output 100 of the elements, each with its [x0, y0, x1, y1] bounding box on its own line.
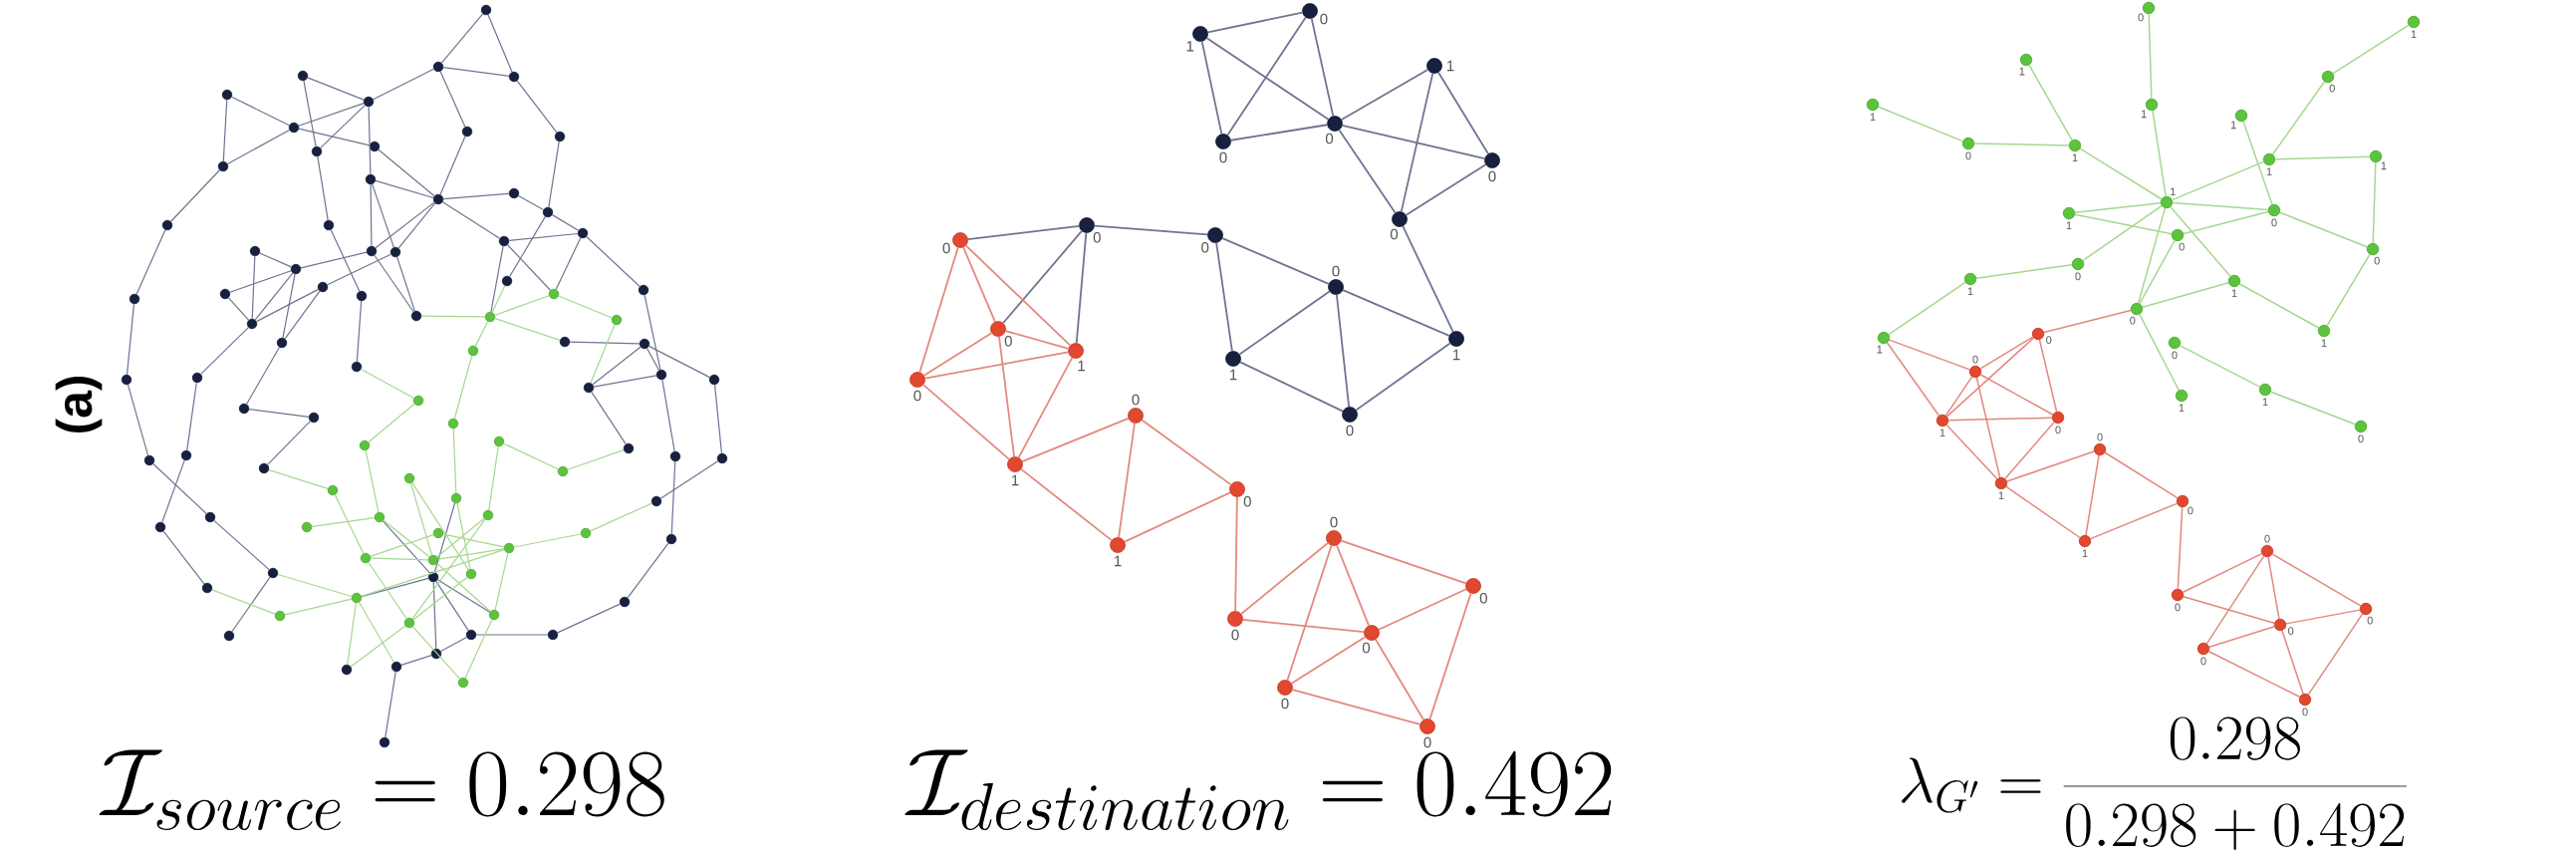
edge-line — [464, 619, 493, 679]
graph-node — [580, 527, 592, 539]
edge-line — [255, 288, 320, 323]
node-label: 0 — [2172, 351, 2178, 360]
edge-line — [2082, 204, 2163, 262]
edge-line — [491, 285, 506, 313]
graph-node — [180, 449, 192, 461]
graph-node — [427, 554, 439, 566]
node-label: 1 — [2179, 404, 2185, 413]
edge-line — [436, 562, 491, 613]
edge-line — [1229, 124, 1329, 142]
edge-line — [456, 502, 471, 570]
graph-node — [204, 511, 216, 523]
edge-line — [661, 379, 675, 452]
graph-node — [650, 495, 662, 507]
edge-line — [474, 321, 489, 347]
graph-node — [623, 442, 635, 454]
edge-line — [1238, 290, 1331, 356]
node-label: 1 — [1877, 345, 1883, 354]
edge-line — [494, 295, 550, 316]
graph-node — [554, 131, 566, 143]
edge-line — [162, 530, 205, 585]
node-label: 0 — [1390, 228, 1399, 240]
edge-line — [506, 244, 552, 291]
graph-node — [390, 661, 402, 673]
edge-line — [2139, 313, 2180, 392]
edge-line — [1378, 588, 1467, 631]
edge-line — [396, 256, 415, 312]
edge-line — [593, 375, 657, 388]
node-label: 0 — [2046, 336, 2052, 344]
graph-node — [465, 568, 477, 580]
edge-line — [211, 589, 276, 615]
edge-line — [1341, 124, 1486, 160]
edge-line — [334, 494, 365, 554]
node-label: 0 — [913, 390, 921, 402]
edge-line — [127, 384, 149, 456]
edge-line — [1405, 163, 1487, 216]
edge-line — [1141, 419, 1232, 486]
edge-line — [226, 129, 291, 165]
node-label: 1 — [1453, 349, 1460, 361]
graph-node — [638, 284, 649, 296]
edge-line — [551, 214, 580, 231]
edge-line — [1336, 544, 1370, 627]
edge-line — [1239, 361, 1344, 413]
graph-node — [639, 338, 650, 350]
edge-line — [487, 14, 513, 73]
edge-line — [590, 502, 652, 532]
edge-line — [1234, 495, 1238, 613]
graph-node — [276, 337, 288, 349]
node-label: 1 — [1186, 41, 1194, 52]
edge-line — [713, 384, 723, 454]
graph-node — [461, 126, 473, 138]
graph-node — [403, 617, 415, 629]
edge-line — [2028, 64, 2073, 142]
edge-line — [488, 445, 499, 511]
edge-line — [200, 327, 249, 375]
node-label: 1 — [1998, 491, 2004, 500]
graph-node — [221, 89, 233, 101]
edge-line — [436, 579, 491, 613]
graph-node — [665, 533, 677, 545]
edge-line — [586, 235, 641, 288]
node-label: 0 — [2200, 657, 2206, 666]
node-label: 0 — [1093, 232, 1101, 243]
graph-node — [327, 484, 339, 496]
node-label: 1 — [1939, 428, 1945, 437]
graph-node — [249, 245, 261, 257]
edge-line — [1945, 424, 1998, 480]
graph-node — [317, 281, 329, 293]
graph-node — [403, 472, 415, 484]
edge-line — [1004, 330, 1070, 350]
edge-line — [2043, 309, 2132, 334]
edge-line — [590, 324, 616, 384]
edge-line — [229, 270, 292, 293]
edge-line — [222, 99, 228, 162]
edge-line — [347, 602, 357, 666]
edge-line — [2279, 211, 2369, 248]
edge-line — [1200, 40, 1223, 136]
edge-line — [517, 194, 545, 211]
node-label: 1 — [2066, 221, 2072, 230]
edge-line — [513, 533, 582, 548]
edge-line — [126, 303, 135, 376]
edge-line — [1205, 37, 1330, 121]
node-label: 0 — [1281, 698, 1289, 710]
edge-line — [1020, 467, 1113, 542]
edge-line — [555, 237, 582, 290]
edge-line — [569, 341, 641, 345]
edge-line — [1075, 231, 1088, 345]
graph-node — [201, 582, 213, 594]
edge-line — [2142, 281, 2229, 309]
edge-line — [2271, 81, 2326, 155]
edge-line — [441, 201, 501, 239]
node-label: 1 — [1967, 287, 1973, 296]
graph-node — [430, 648, 442, 660]
graph-node — [465, 629, 477, 641]
edge-line — [383, 519, 430, 558]
edge-line — [435, 580, 469, 632]
edge-line — [439, 71, 466, 128]
edge-line — [452, 428, 457, 494]
edge-line — [360, 368, 415, 400]
graph-node — [708, 374, 720, 386]
